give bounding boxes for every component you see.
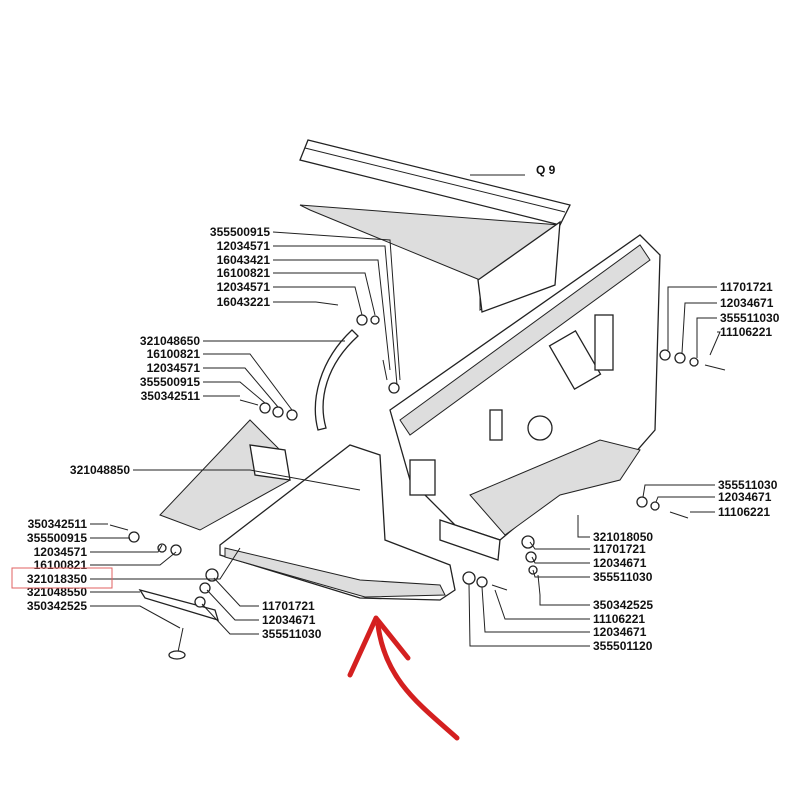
part-number-label: 321048650 bbox=[140, 334, 200, 348]
part-number-label: 12034571 bbox=[217, 280, 271, 294]
part-number-label: 12034671 bbox=[593, 556, 647, 570]
plate-321048550 bbox=[138, 588, 219, 621]
leader-line bbox=[206, 589, 259, 621]
part-number-label: 16043421 bbox=[217, 253, 271, 267]
part-number-label: 321048850 bbox=[70, 463, 130, 477]
leader-line bbox=[642, 484, 715, 498]
part-number-label: 355500915 bbox=[140, 375, 200, 389]
leader-line bbox=[539, 595, 590, 606]
part-number-label: 321018350 bbox=[27, 572, 87, 586]
highlight-box bbox=[11, 567, 113, 589]
part-number-label: 11701721 bbox=[262, 599, 315, 613]
leader-line bbox=[681, 302, 717, 354]
leader-line bbox=[272, 231, 401, 381]
leader-line bbox=[494, 589, 590, 620]
part-number-label: 321048550 bbox=[27, 585, 87, 599]
part-number-label: 350342525 bbox=[593, 598, 653, 612]
leader-line bbox=[273, 272, 376, 316]
part-number-label: 12034671 bbox=[593, 625, 647, 639]
part-number-label: 16100821 bbox=[147, 347, 201, 361]
part-number-label: 355511030 bbox=[593, 570, 653, 584]
leader-line bbox=[90, 547, 241, 580]
part-number-label: 11106221 bbox=[718, 505, 770, 519]
leader-line bbox=[273, 286, 363, 316]
leader-line bbox=[531, 556, 590, 564]
leader-line bbox=[273, 245, 398, 386]
strap-321048650 bbox=[314, 329, 359, 431]
leader-line bbox=[532, 569, 590, 578]
leader-line bbox=[90, 551, 177, 566]
leader-line bbox=[667, 286, 717, 350]
red-pointer-arrow-icon bbox=[347, 615, 460, 741]
skid-321018350 bbox=[219, 444, 456, 601]
part-number-label: 12034571 bbox=[147, 361, 201, 375]
leader-line bbox=[696, 317, 717, 358]
part-number-label: 12034571 bbox=[217, 239, 271, 253]
hopper-part bbox=[299, 139, 571, 313]
leader-line bbox=[468, 583, 590, 647]
part-number-label: 355500915 bbox=[210, 225, 270, 239]
part-number-label: 12034671 bbox=[262, 613, 316, 627]
leader-line bbox=[213, 577, 259, 607]
leader-line bbox=[203, 381, 266, 404]
part-number-label: 321018050 bbox=[593, 530, 653, 544]
part-number-label: 355511030 bbox=[262, 627, 322, 641]
part-number-label: 355501120 bbox=[593, 639, 653, 653]
leader-line bbox=[273, 259, 391, 371]
leader-line bbox=[709, 331, 721, 356]
leader-line bbox=[655, 496, 715, 503]
shield-321048850 bbox=[159, 419, 291, 531]
part-number-label: 355500915 bbox=[27, 531, 87, 545]
part-number-label: 12034571 bbox=[34, 545, 88, 559]
leader-line bbox=[577, 515, 590, 538]
part-number-label: 12034671 bbox=[718, 490, 772, 504]
group-ref-label: Q 9 bbox=[536, 163, 556, 177]
part-number-label: 16100821 bbox=[217, 266, 271, 280]
leader-line bbox=[90, 605, 181, 629]
part-number-label: 11701721 bbox=[720, 280, 773, 294]
part-number-label: 355511030 bbox=[718, 478, 778, 492]
leader-line bbox=[203, 367, 279, 408]
part-number-label: 350342511 bbox=[141, 389, 201, 403]
part-number-label: 16100821 bbox=[34, 558, 88, 572]
leader-line bbox=[133, 469, 361, 491]
part-number-label: 350342511 bbox=[28, 517, 88, 531]
part-number-label: 16043221 bbox=[217, 295, 271, 309]
part-number-label: 350342525 bbox=[27, 599, 87, 613]
side-frame-321018050 bbox=[389, 234, 661, 561]
part-number-label: 11106221 bbox=[593, 612, 645, 626]
part-number-label: 11106221 bbox=[720, 325, 772, 339]
leader-line bbox=[203, 353, 293, 411]
leader-line bbox=[90, 544, 163, 553]
part-number-label: 12034671 bbox=[720, 296, 774, 310]
leader-line bbox=[201, 603, 259, 635]
part-number-label: 11701721 bbox=[593, 542, 646, 556]
leader-line bbox=[481, 586, 590, 633]
leader-line bbox=[529, 541, 590, 550]
part-number-label: 355511030 bbox=[720, 311, 780, 325]
